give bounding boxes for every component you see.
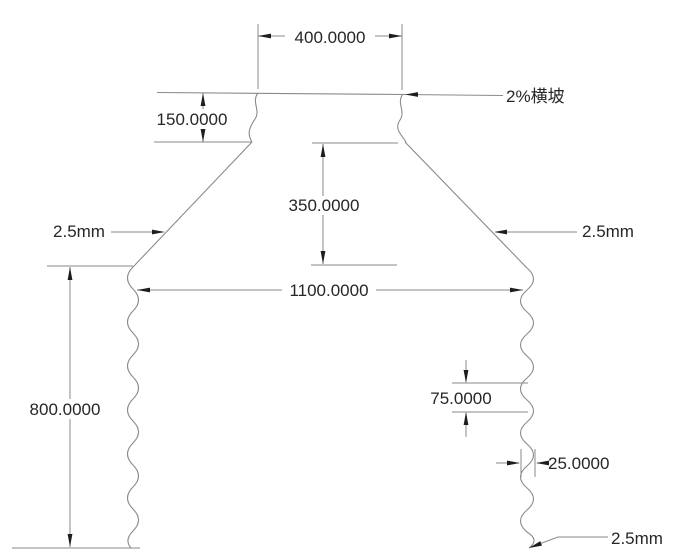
dim-label-step-height: 75.0000 xyxy=(430,389,491,408)
dimension-upper-height: 350.0000 xyxy=(289,142,398,266)
label-thickness-upper-left: 2.5mm xyxy=(53,222,105,241)
dim-label-step-width: 25.0000 xyxy=(548,454,609,473)
dimension-step-width: 25.0000 xyxy=(496,449,609,477)
dimension-top-width: 400.0000 xyxy=(257,24,403,90)
leader-thickness-bottom-right: 2.5mm xyxy=(528,529,663,551)
embankment-outline xyxy=(12,91,535,549)
leader-thickness-upper-left: 2.5mm xyxy=(53,222,165,241)
dimension-lower-height: 800.0000 xyxy=(30,267,101,547)
break-line-bottom-left xyxy=(126,266,140,549)
break-line-bottom-right xyxy=(519,267,535,549)
label-cross-slope: 2%横坡 xyxy=(506,87,565,106)
right-slope-line xyxy=(404,141,528,269)
dim-label-upper-height: 350.0000 xyxy=(289,196,360,215)
break-line-top-right xyxy=(397,93,407,143)
dimension-step-height: 75.0000 xyxy=(430,360,528,437)
dim-label-lower-height: 800.0000 xyxy=(30,400,101,419)
dim-label-top-width: 400.0000 xyxy=(295,28,366,47)
dimension-layer-thickness: 150.0000 xyxy=(154,93,251,143)
label-thickness-bottom-right: 2.5mm xyxy=(611,529,663,548)
dimension-platform-width: 1100.0000 xyxy=(47,265,523,300)
top-surface-line xyxy=(156,91,504,97)
dim-label-platform-width: 1100.0000 xyxy=(289,281,368,300)
left-slope-line xyxy=(132,141,253,268)
leader-cross-slope: 2%横坡 xyxy=(405,87,565,106)
label-thickness-upper-right: 2.5mm xyxy=(582,222,634,241)
dim-label-layer-thickness: 150.0000 xyxy=(157,110,228,129)
leader-thickness-upper-right: 2.5mm xyxy=(494,222,634,241)
break-line-top-left xyxy=(248,92,259,143)
